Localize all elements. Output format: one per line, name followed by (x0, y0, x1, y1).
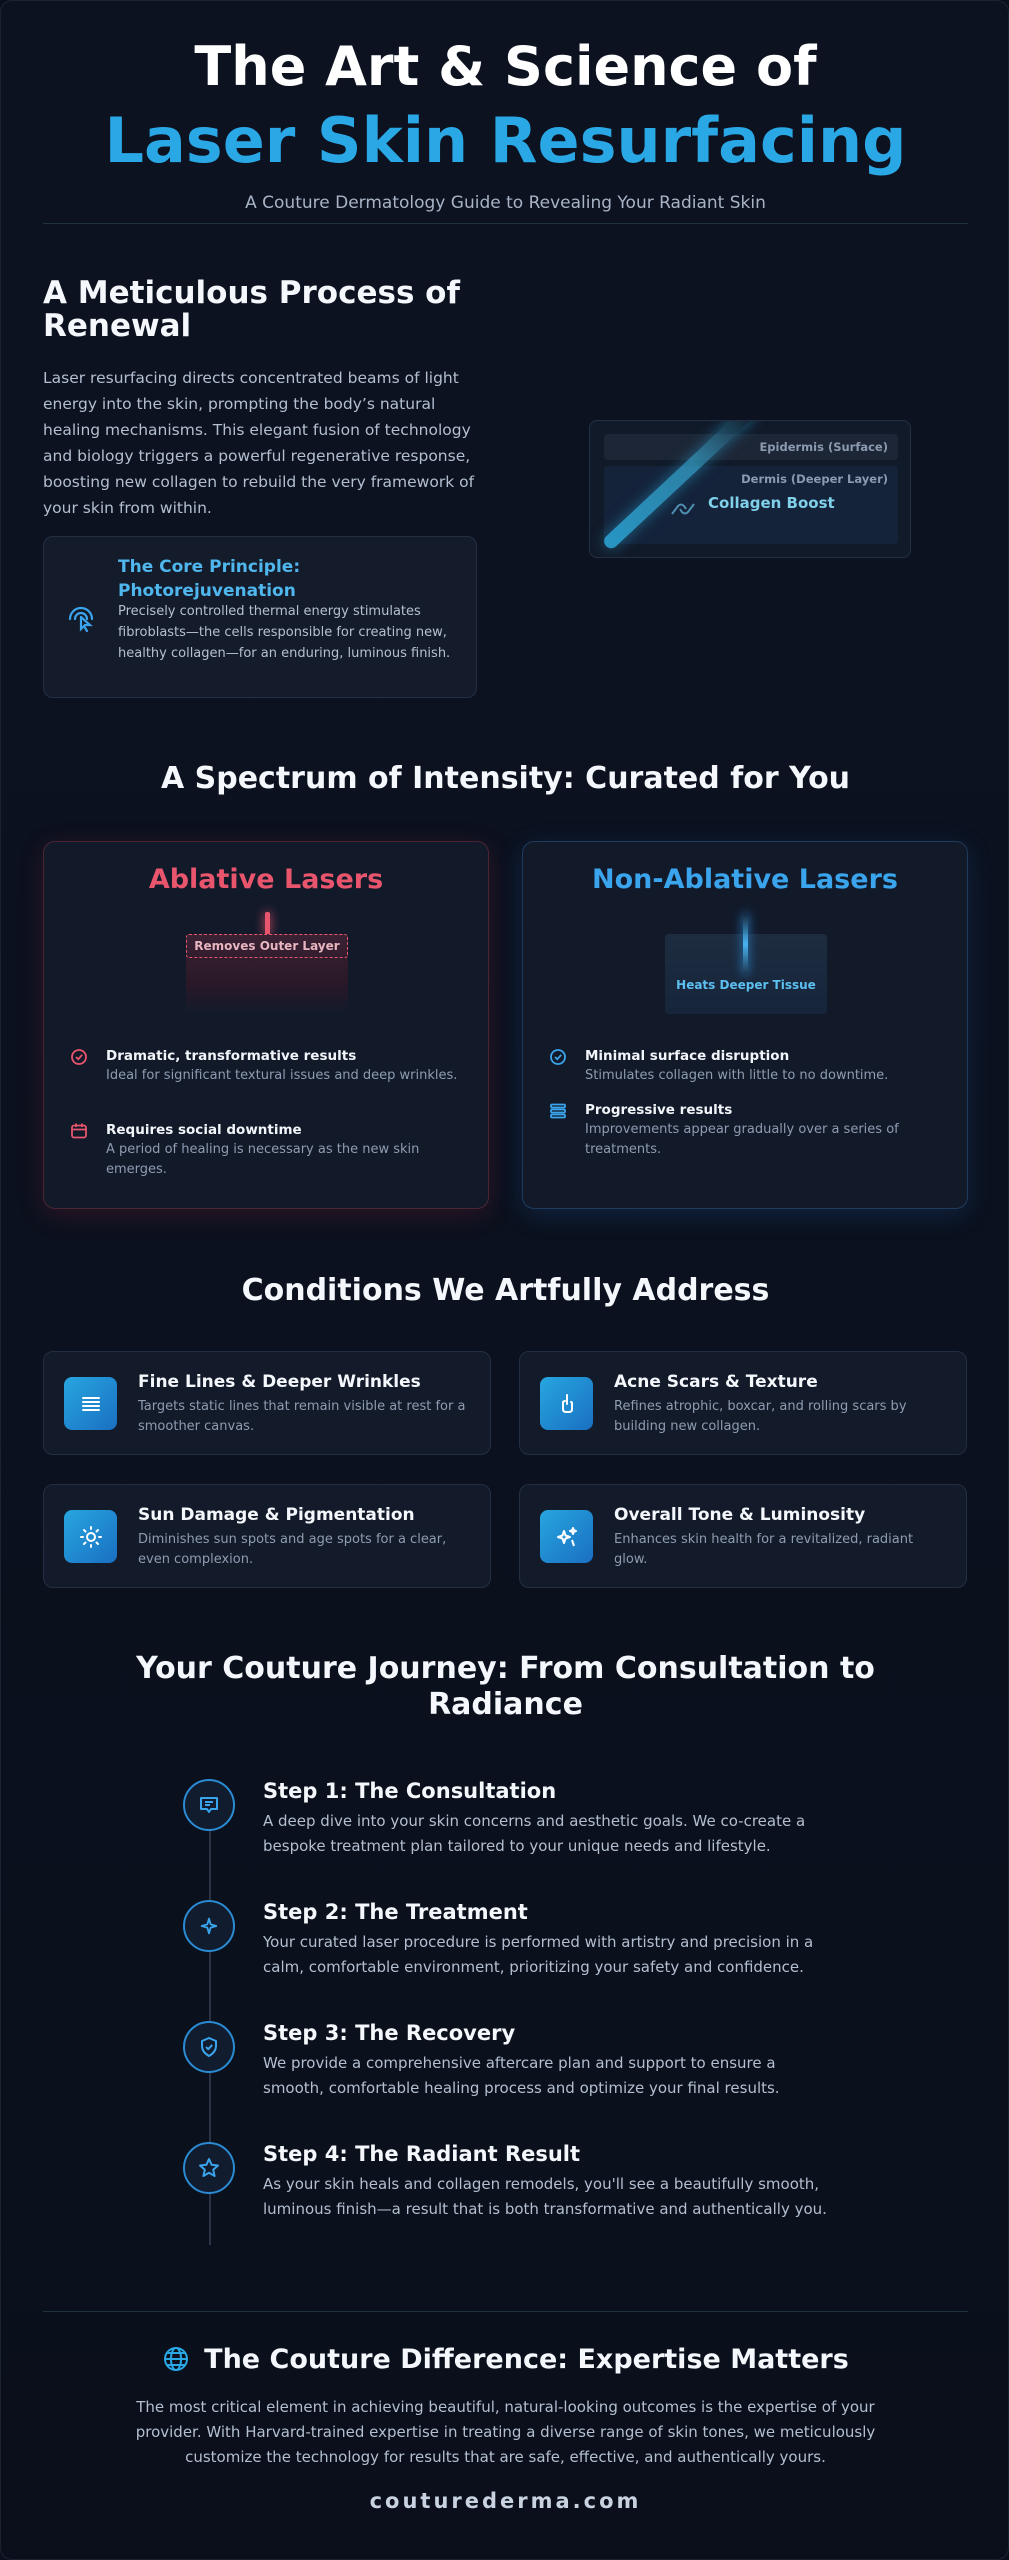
non-ablative-visual-label: Heats Deeper Tissue (676, 978, 816, 992)
calendar-icon (71, 1123, 87, 1139)
epidermis-label: Epidermis (Surface) (759, 440, 888, 454)
shield-check-icon (201, 2037, 217, 2057)
step-4-text: As your skin heals and collagen remodels… (263, 2175, 827, 2218)
step-4-marker (183, 2142, 235, 2194)
condition-card-sun-damage: Sun Damage & Pigmentation Diminishes sun… (43, 1484, 491, 1588)
hand-icon (540, 1377, 593, 1430)
step-1-text: A deep dive into your skin concerns and … (263, 1812, 806, 1855)
epidermis-layer: Epidermis (Surface) (604, 434, 898, 460)
difference-title-row: The Couture Difference: Expertise Matter… (1, 2344, 1008, 2375)
footer-site-link[interactable]: couturederma.com (369, 2489, 642, 2513)
condition-text: Targets static lines that remain visible… (138, 1399, 466, 1434)
condition-title: Overall Tone & Luminosity (614, 1505, 866, 1525)
non-ablative-title: Non-Ablative Lasers (592, 864, 898, 895)
condition-title: Fine Lines & Deeper Wrinkles (138, 1372, 421, 1392)
step-2-marker (183, 1900, 235, 1952)
star-icon (199, 2158, 219, 2177)
condition-card-tone: Overall Tone & Luminosity Enhances skin … (519, 1484, 967, 1588)
difference-title: The Couture Difference: Expertise Matter… (204, 2344, 849, 2375)
step-3-title: Step 3: The Recovery (263, 2021, 516, 2045)
step-2-text: Your curated laser procedure is performe… (263, 1933, 814, 1976)
skin-layers-diagram: Epidermis (Surface) Dermis (Deeper Layer… (589, 420, 911, 558)
collagen-boost-label: Collagen Boost (708, 494, 835, 512)
step-1-marker (183, 1779, 235, 1831)
collagen-link-icon (671, 503, 695, 515)
sparkle-icon (200, 1917, 218, 1935)
step-4-title: Step 4: The Radiant Result (263, 2142, 581, 2166)
core-principle-text: Precisely controlled thermal energy stim… (118, 604, 451, 661)
feature-title: Minimal surface disruption (585, 1048, 790, 1064)
core-principle-card: The Core Principle: Photorejuvenation Pr… (43, 536, 477, 698)
journey-title: Your Couture Journey: From Consultation … (136, 1651, 875, 1722)
step-3-marker (183, 2021, 235, 2073)
sun-icon (64, 1510, 117, 1563)
step-2-title: Step 2: The Treatment (263, 1900, 528, 1924)
outer-layer-outline (186, 934, 348, 958)
non-ablative-feature-2: Progressive results Improvements appear … (549, 1100, 949, 1160)
globe-icon (164, 2347, 189, 2371)
hero-title-line2: Laser Skin Resurfacing (104, 104, 907, 177)
check-circle-icon (550, 1049, 566, 1065)
check-circle-icon (71, 1049, 87, 1065)
divider (43, 2311, 968, 2312)
divider (43, 223, 968, 224)
difference-text: The most critical element in achieving b… (135, 2398, 876, 2466)
step-1-title: Step 1: The Consultation (263, 1779, 557, 1803)
touch-pointer-icon (64, 599, 98, 633)
non-ablative-visual: Heats Deeper Tissue (665, 934, 827, 1014)
ablative-beam (265, 912, 270, 936)
dermis-label: Dermis (Deeper Layer) (741, 472, 888, 486)
condition-text: Refines atrophic, boxcar, and rolling sc… (614, 1399, 907, 1434)
sparkles-icon (540, 1510, 593, 1563)
process-title: A Meticulous Process of Renewal (43, 275, 460, 344)
conditions-title: Conditions We Artfully Address (241, 1273, 770, 1308)
chat-icon (200, 1797, 218, 1813)
core-principle-title: The Core Principle: Photorejuvenation (118, 557, 301, 601)
ablative-title: Ablative Lasers (148, 864, 384, 895)
ablative-card: Ablative Lasers Removes Outer Layer Dram… (43, 841, 489, 1209)
hero-title-line1: The Art & Science of (194, 35, 817, 98)
condition-text: Diminishes sun spots and age spots for a… (138, 1532, 447, 1567)
process-text: Laser resurfacing directs concentrated b… (43, 369, 475, 517)
feature-text: Improvements appear gradually over a ser… (585, 1122, 899, 1157)
condition-card-wrinkles: Fine Lines & Deeper Wrinkles Targets sta… (43, 1351, 491, 1455)
condition-title: Sun Damage & Pigmentation (138, 1505, 415, 1525)
step-3-text: We provide a comprehensive aftercare pla… (263, 2054, 780, 2097)
non-ablative-feature-1: Minimal surface disruption Stimulates co… (549, 1046, 949, 1086)
ablative-feature-2: Requires social downtime A period of hea… (70, 1120, 470, 1180)
condition-text: Enhances skin health for a revitalized, … (614, 1532, 914, 1567)
hero-subtitle: A Couture Dermatology Guide to Revealing… (245, 193, 766, 213)
feature-text: Ideal for significant textural issues an… (106, 1068, 458, 1083)
non-ablative-card: Non-Ablative Lasers Heats Deeper Tissue … (522, 841, 968, 1209)
feature-text: Stimulates collagen with little to no do… (585, 1068, 889, 1083)
feature-title: Dramatic, transformative results (106, 1048, 357, 1064)
feature-title: Requires social downtime (106, 1122, 302, 1138)
feature-title: Progressive results (585, 1102, 733, 1118)
ablative-feature-1: Dramatic, transformative results Ideal f… (70, 1046, 470, 1086)
hero-header: The Art & Science of Laser Skin Resurfac… (1, 31, 1008, 213)
feature-text: A period of healing is necessary as the … (106, 1142, 420, 1177)
layers-icon (550, 1103, 566, 1119)
condition-title: Acne Scars & Texture (614, 1372, 818, 1392)
ablative-visual: Removes Outer Layer (186, 934, 348, 1014)
ablative-visual-label: Removes Outer Layer (194, 939, 340, 953)
non-ablative-beam (743, 914, 748, 974)
condition-card-acne-scars: Acne Scars & Texture Refines atrophic, b… (519, 1351, 967, 1455)
lines-icon (64, 1377, 117, 1430)
spectrum-title: A Spectrum of Intensity: Curated for You (160, 761, 851, 796)
